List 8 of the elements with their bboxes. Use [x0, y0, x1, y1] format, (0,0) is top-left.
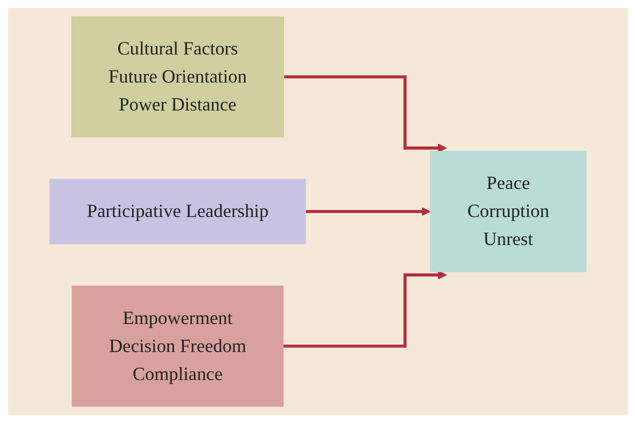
flowchart-drawing: Cultural Factors Future Orientation Power Distance Participative Leadership Empowerment Decision Freedom Compliance Peace Corruption Unrest	[8, 8, 628, 415]
arrow	[306, 206, 430, 216]
arrow	[284, 75, 447, 153]
node-box	[430, 150, 586, 272]
arrow	[284, 270, 447, 348]
node-box	[71, 16, 284, 138]
node-box	[50, 178, 306, 244]
node-box	[72, 286, 284, 407]
